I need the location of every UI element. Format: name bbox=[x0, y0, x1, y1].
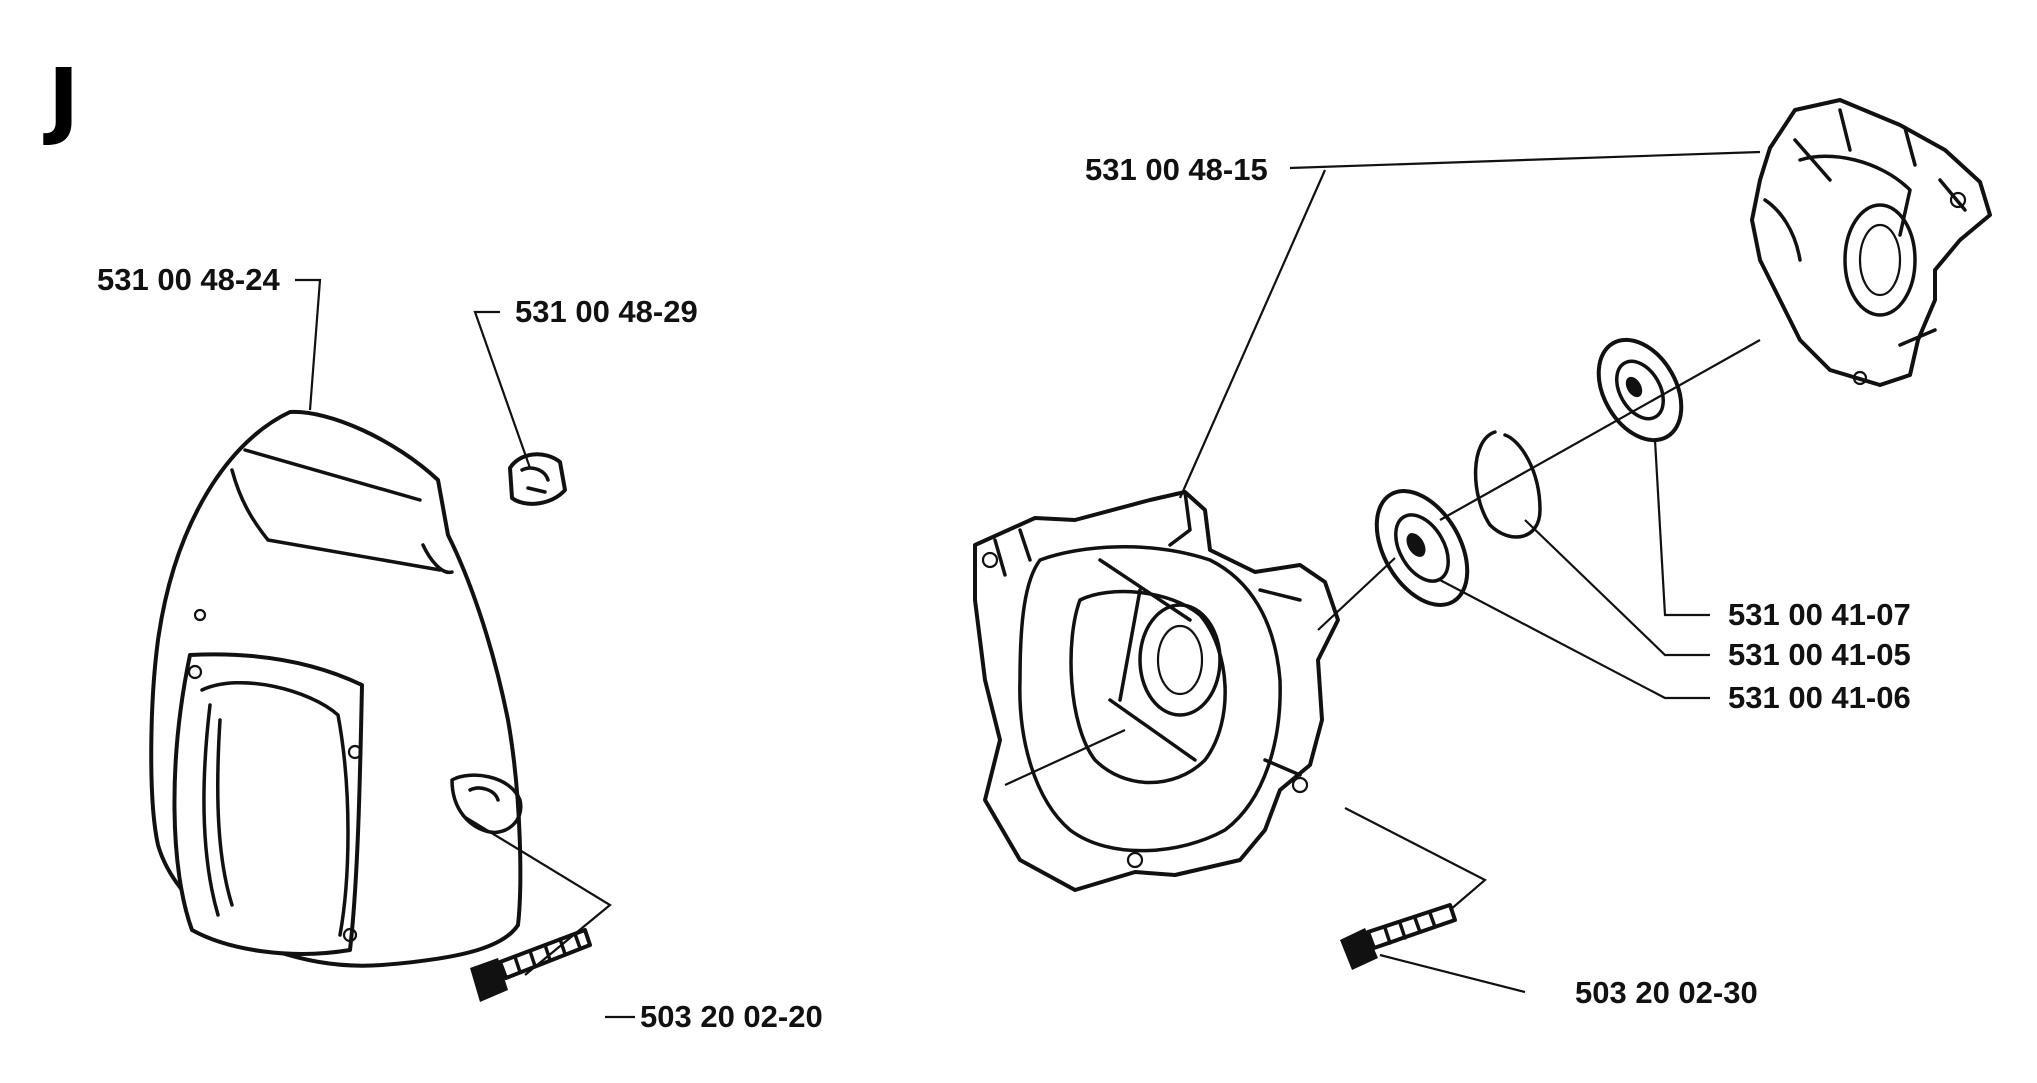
part-labels: 531 00 48-24 531 00 48-29 503 20 02-20 5… bbox=[97, 152, 1911, 1034]
screw-right-part bbox=[1340, 903, 1457, 970]
screw-left-part bbox=[470, 928, 592, 1002]
part-label-screw-right: 503 20 02-30 bbox=[1575, 975, 1758, 1010]
part-label-fan-housing: 531 00 48-24 bbox=[97, 262, 280, 297]
part-label-crankcase: 531 00 48-15 bbox=[1085, 152, 1268, 187]
guide-plate-part bbox=[508, 452, 567, 506]
leader-lines bbox=[295, 150, 1761, 1019]
fan-housing-part bbox=[149, 409, 523, 968]
part-label-bearing-right: 531 00 41-07 bbox=[1728, 597, 1911, 632]
bearing-right-part bbox=[1596, 337, 1684, 443]
bearing-left-part bbox=[1374, 489, 1470, 607]
circlip-part bbox=[1473, 430, 1542, 539]
crankcase-half-front bbox=[973, 490, 1340, 892]
part-label-screw-left: 503 20 02-20 bbox=[640, 999, 823, 1034]
part-label-guide-plate: 531 00 48-29 bbox=[515, 294, 698, 329]
section-letter: J bbox=[43, 50, 79, 148]
crankcase-half-rear bbox=[1750, 98, 1992, 387]
part-label-bearing-left: 531 00 41-06 bbox=[1728, 680, 1911, 715]
part-label-circlip: 531 00 41-05 bbox=[1728, 637, 1911, 672]
